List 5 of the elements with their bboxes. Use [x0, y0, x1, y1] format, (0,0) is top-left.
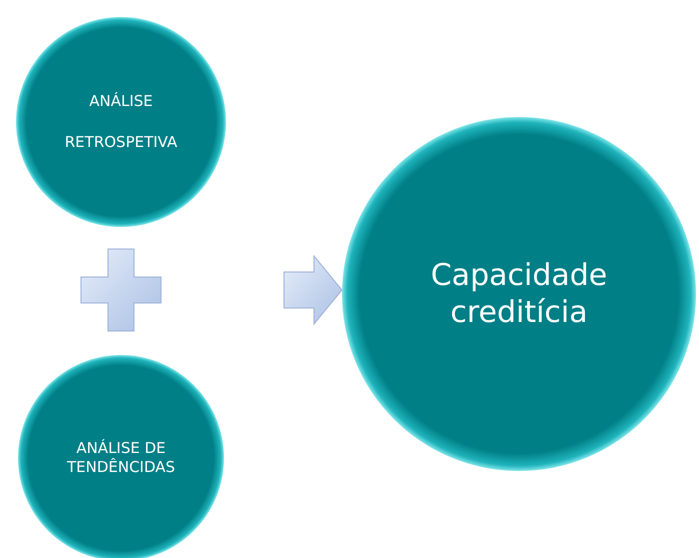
node-label: Capacidade creditícia [430, 256, 608, 332]
block-arrow [284, 254, 343, 326]
node-label: ANÁLISE [89, 92, 153, 111]
node-label: ANÁLISE DE TENDÊNCIDAS [66, 439, 176, 477]
node-label: RETROSPETIVA [64, 133, 178, 152]
